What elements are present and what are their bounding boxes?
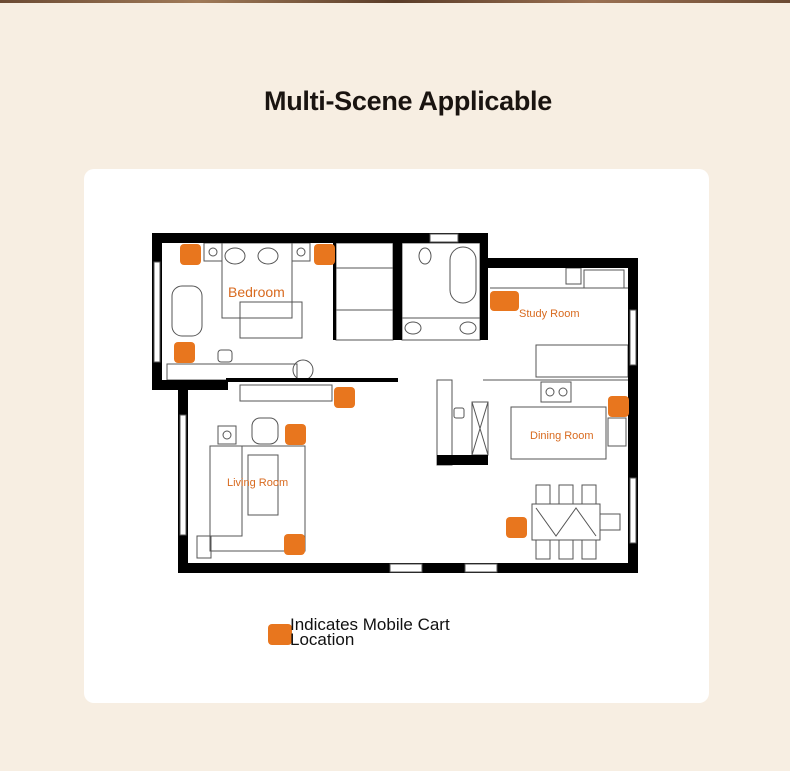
cart-markers bbox=[174, 244, 629, 555]
cart-marker bbox=[490, 291, 519, 311]
top-decorative-strip bbox=[0, 0, 790, 3]
cart-marker bbox=[506, 517, 527, 538]
room-label-living-room: Living Room bbox=[227, 477, 288, 489]
room-label-dining-room: Dining Room bbox=[530, 430, 594, 442]
legend-text: Indicates Mobile Cart Location bbox=[290, 615, 450, 649]
cart-marker bbox=[180, 244, 201, 265]
cart-marker bbox=[608, 396, 629, 417]
page-title: Multi-Scene Applicable bbox=[264, 86, 552, 116]
walls bbox=[152, 233, 638, 573]
room-label-study-room: Study Room bbox=[519, 308, 580, 320]
room-label-bedroom: Bedroom bbox=[228, 284, 285, 300]
cart-marker bbox=[285, 424, 306, 445]
windows bbox=[153, 233, 637, 573]
cart-marker bbox=[314, 244, 335, 265]
cart-marker bbox=[174, 342, 195, 363]
legend-marker-icon bbox=[268, 624, 292, 645]
cart-marker bbox=[284, 534, 305, 555]
cart-marker bbox=[334, 387, 355, 408]
